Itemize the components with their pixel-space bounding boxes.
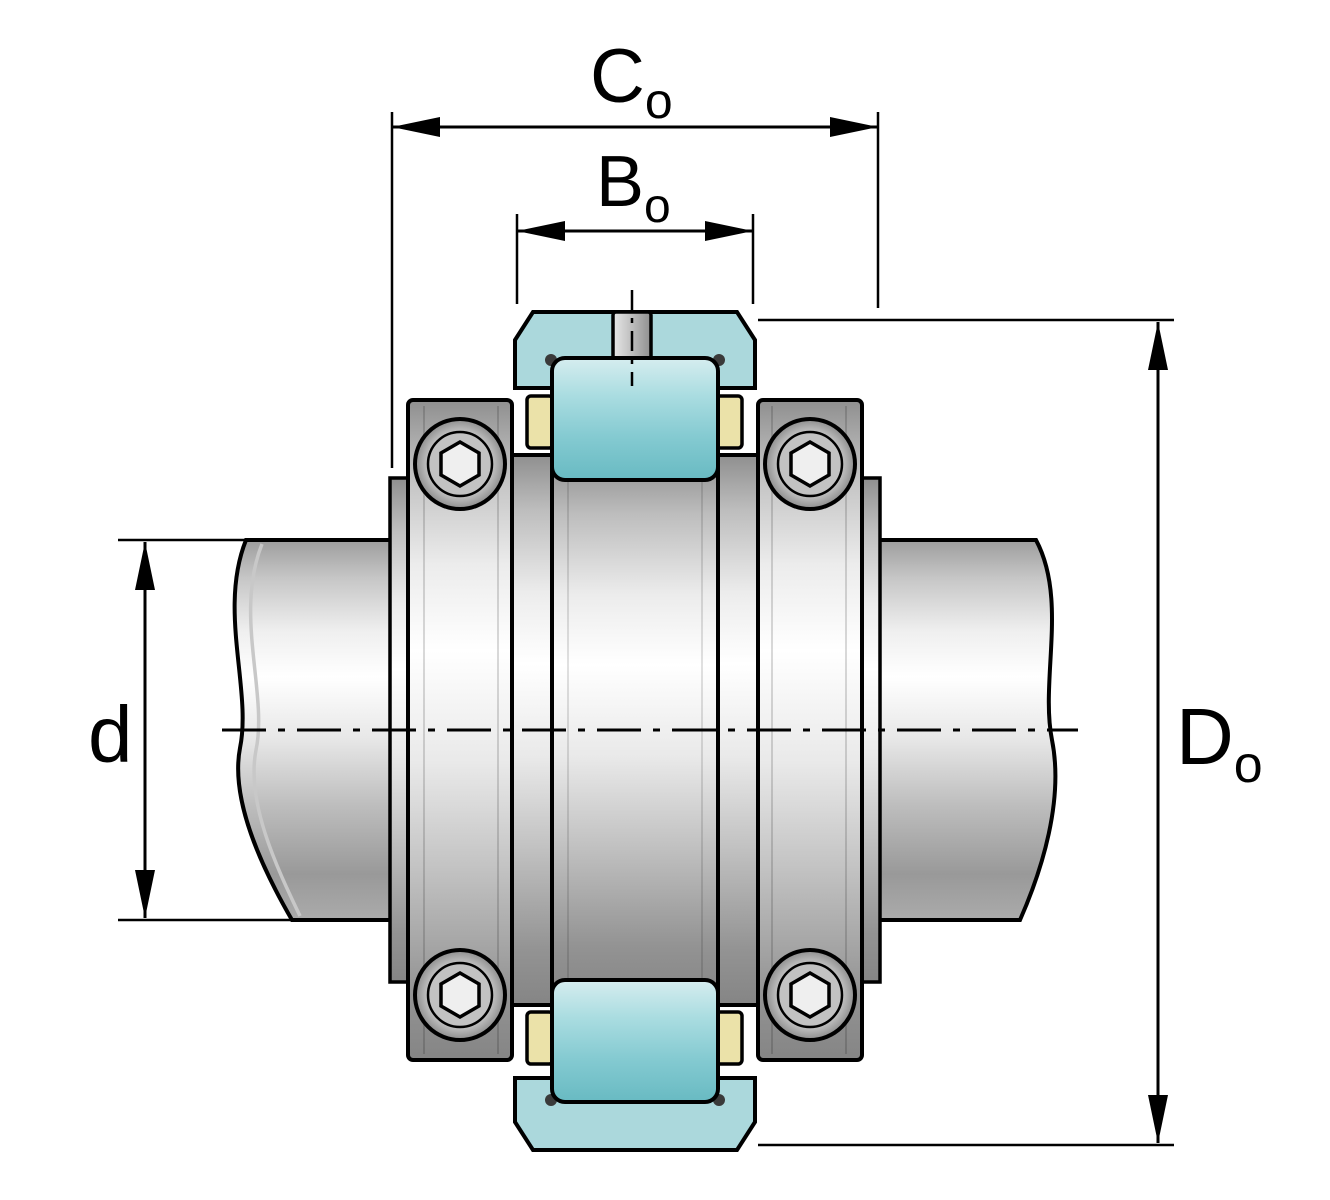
shaft-end-break-line xyxy=(248,543,302,917)
label-sub: o xyxy=(1234,736,1263,794)
bolt-top-left xyxy=(413,417,507,511)
bolt-bottom-left xyxy=(413,948,507,1042)
cage-segment-top-left xyxy=(525,394,555,450)
label-sub: o xyxy=(644,180,671,233)
label-main: D xyxy=(1176,692,1234,781)
arrowhead-left xyxy=(392,117,440,137)
bolt-top-right xyxy=(763,417,857,511)
hex-socket-icon xyxy=(439,970,481,1020)
dimension-label-bo: Bo xyxy=(596,142,671,233)
dimension-bo: Bo xyxy=(515,142,755,304)
arrowhead-bottom xyxy=(1148,1095,1168,1143)
cage-segments xyxy=(525,394,744,1066)
dimension-d: d xyxy=(88,538,298,922)
hex-socket-icon xyxy=(789,439,831,489)
label-main: d xyxy=(88,690,133,779)
arrowhead-left xyxy=(517,221,565,241)
cage-segment-bottom-left xyxy=(525,1010,555,1066)
label-main: B xyxy=(596,142,644,222)
dimension-label-d: d xyxy=(88,690,133,779)
arrowhead-top xyxy=(135,542,155,590)
dimension-do: Do xyxy=(758,318,1263,1147)
arrowhead-right xyxy=(705,221,753,241)
arrowhead-bottom xyxy=(135,870,155,918)
label-main: C xyxy=(590,34,645,119)
roller-top xyxy=(550,356,720,482)
dimension-label-co: Co xyxy=(590,34,673,129)
hex-socket-icon xyxy=(789,970,831,1020)
arrowhead-right xyxy=(830,117,878,137)
arrowhead-top xyxy=(1148,322,1168,370)
bolt-bottom-right xyxy=(763,948,857,1042)
dimension-label-do: Do xyxy=(1176,692,1263,794)
roller-bottom xyxy=(550,978,720,1104)
label-sub: o xyxy=(645,73,673,129)
dimension-co: Co xyxy=(390,34,880,468)
hex-socket-icon xyxy=(439,439,481,489)
